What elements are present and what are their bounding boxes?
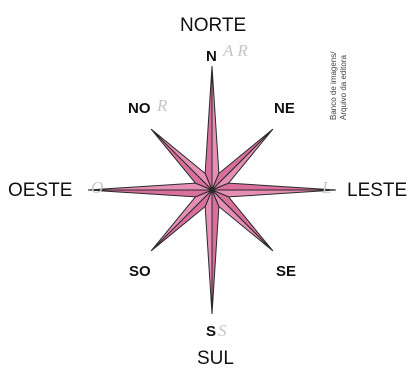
point-no-right <box>151 129 212 190</box>
point-so-right <box>151 190 212 251</box>
image-credit: Banco de imagens/ Arquivo da editora <box>322 14 352 120</box>
point-o-right <box>88 183 212 190</box>
handwritten-south: S <box>218 322 227 339</box>
point-n-right <box>212 66 219 190</box>
point-ne-right <box>212 129 273 190</box>
credit-line-2: Arquivo da editora <box>340 55 349 120</box>
label-se: SE <box>276 264 296 279</box>
handwritten-west: O <box>91 179 103 196</box>
point-e-left <box>212 183 336 190</box>
label-s: S <box>206 324 216 339</box>
label-ne: NE <box>274 101 295 116</box>
point-s-left <box>212 190 219 314</box>
handwritten-northwest: R <box>157 97 167 114</box>
point-e-right <box>212 190 336 197</box>
compass-star <box>88 66 336 314</box>
credit-line-1: Banco de imagens/ <box>330 52 339 121</box>
label-so: SO <box>129 264 151 279</box>
point-s-right <box>205 190 212 314</box>
handwritten-north: A R <box>223 42 248 59</box>
label-norte: NORTE <box>180 16 246 35</box>
compass-center <box>211 189 214 192</box>
label-sul: SUL <box>197 349 234 368</box>
point-n-left <box>205 66 212 190</box>
label-n: N <box>206 49 217 64</box>
label-oeste: OESTE <box>8 181 72 200</box>
label-no: NO <box>128 101 151 116</box>
label-leste: LESTE <box>347 181 407 200</box>
handwritten-east: L <box>322 179 331 196</box>
point-o-left <box>88 190 212 197</box>
point-se-right <box>212 190 273 251</box>
